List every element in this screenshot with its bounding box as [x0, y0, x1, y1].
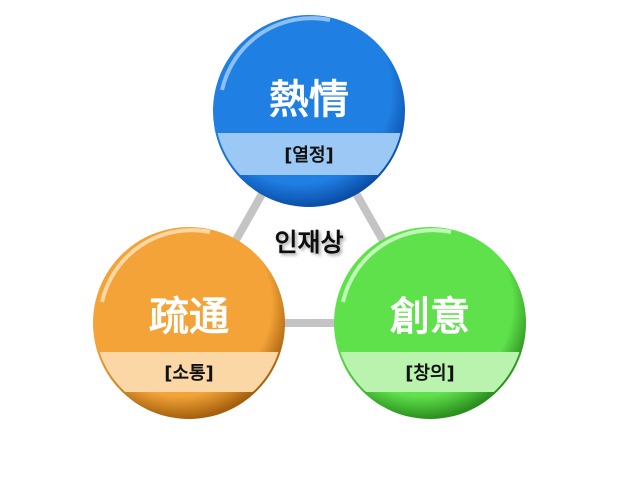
value-subtitle: [열정] [284, 145, 334, 166]
value-subtitle: [소통] [164, 363, 214, 384]
value-circle-communication: 疏通 [소통] [93, 227, 285, 419]
subtitle-band [336, 352, 524, 392]
subtitle-band [95, 352, 283, 392]
subtitle-band [215, 133, 403, 175]
value-title: 創意 [390, 294, 470, 340]
value-circle-creativity: 創意 [창의] [334, 227, 526, 419]
value-circle-passion: 熱情 [열정] [213, 15, 405, 207]
center-label: 인재상 [274, 228, 343, 257]
value-title: 熱情 [269, 77, 349, 123]
value-subtitle: [창의] [405, 363, 455, 384]
value-title: 疏通 [149, 294, 229, 340]
